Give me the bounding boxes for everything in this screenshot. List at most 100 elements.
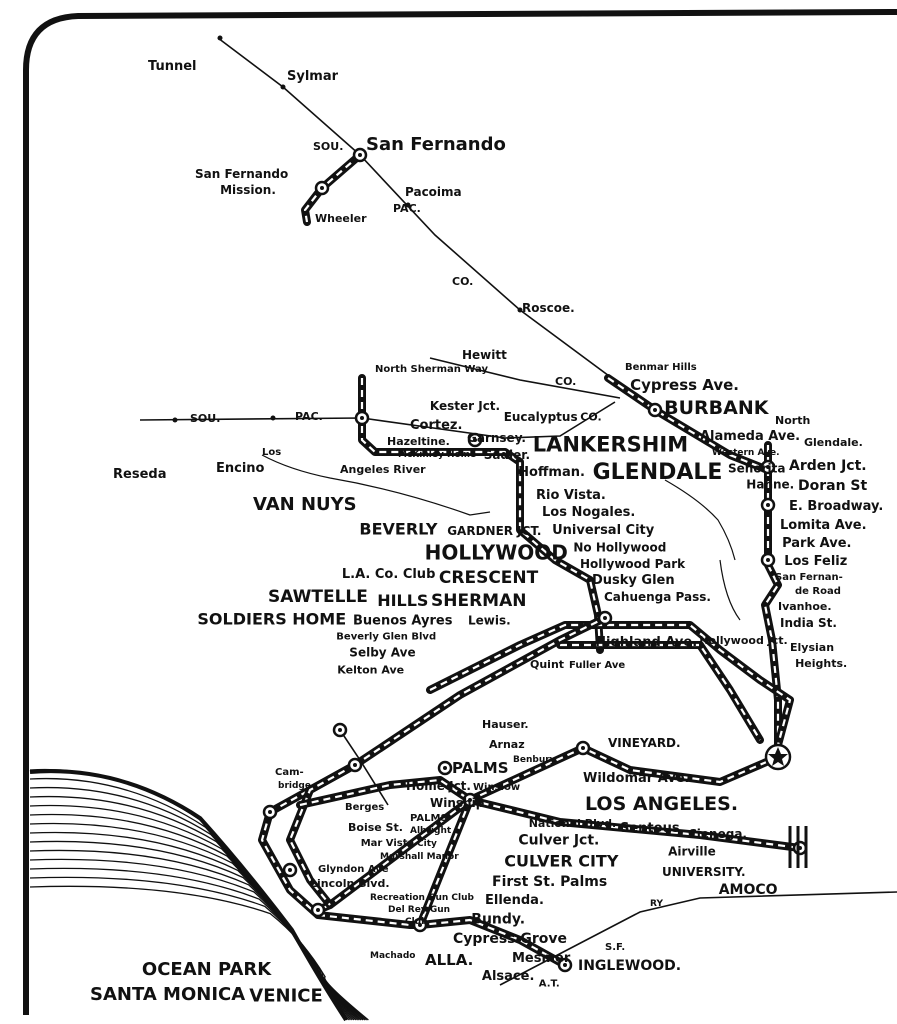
place-label: A.T. (539, 979, 560, 990)
shoreline (29, 769, 348, 1022)
station-marker-dot (268, 810, 272, 814)
inglewood-line-double-track (418, 799, 566, 966)
place-label: PAC. (393, 202, 421, 215)
station-marker-dot (468, 798, 472, 802)
place-label: CO. (580, 410, 601, 423)
place-label: bridge (278, 781, 311, 791)
palms-loop-double-track (288, 764, 356, 906)
place-label: PAC. (295, 410, 323, 423)
place-label: INGLEWOOD. (578, 958, 681, 974)
san-fernando-branch-double-track (303, 154, 361, 223)
place-label: RY (650, 899, 663, 909)
place-label: Encino (216, 461, 265, 476)
stop-marker (172, 417, 178, 423)
place-label: Rio Vista. (536, 488, 606, 503)
place-label: Eucalyptus (504, 410, 578, 424)
place-label: Glendale. (804, 436, 863, 449)
map-border (23, 9, 897, 1015)
stop-marker (517, 307, 523, 313)
place-label: BEVERLY (359, 519, 437, 538)
place-label: SHERMAN (431, 591, 526, 611)
station-marker-dot (418, 923, 422, 927)
place-label: Mar Vista (361, 838, 415, 849)
place-label: Cienega. (688, 827, 747, 841)
place-label: Wildomar Ave. (583, 771, 690, 786)
place-label: Club (405, 917, 428, 927)
place-label: Alsace. (482, 969, 535, 984)
los-angeles-river (261, 454, 491, 516)
station-marker-dot (338, 728, 342, 732)
place-label: Ivanhoe. (778, 600, 832, 613)
coastline (29, 768, 369, 1022)
place-label: Recreation Gun Club (370, 893, 475, 903)
amoco-terminal-icon (788, 826, 808, 868)
place-label: Cam- (275, 767, 304, 778)
place-label: GLENDALE (593, 460, 723, 485)
place-label: Buenos Ayres (353, 613, 453, 628)
place-label: Marshall Manor (380, 852, 459, 862)
place-label: Reseda (113, 467, 166, 482)
station-marker-dot (288, 868, 292, 872)
station-marker-dot (360, 416, 364, 420)
place-label: Highland Ave. (595, 635, 697, 650)
place-label: ALLA. (425, 951, 473, 969)
place-label: McKinley Home (398, 450, 476, 460)
place-label: Albright (410, 826, 452, 836)
place-label: E. Broadway. (789, 499, 883, 514)
place-label: Airville (668, 845, 716, 859)
place-label: Garnsey. (467, 431, 526, 445)
place-label: GARDNER JCT. (447, 524, 541, 538)
place-label: Western Ave. (712, 448, 780, 458)
place-label: Park Ave. (782, 536, 851, 551)
place-label: Cortez. (410, 418, 462, 433)
place-label: SOU. (190, 412, 220, 425)
stop-marker (280, 84, 286, 90)
place-label: San Fernando (195, 167, 288, 181)
station-marker-dot (443, 766, 447, 770)
place-label: de Road (795, 586, 841, 597)
place-label: North Sherman Way (375, 364, 488, 375)
place-label: Tunnel (148, 59, 196, 74)
place-label: Culver Jct. (518, 832, 599, 848)
place-label: PALMS (452, 759, 509, 777)
hollywood-line-double-track (429, 623, 792, 746)
burbank-line-double-track (607, 377, 769, 472)
place-label: Wheeler (315, 212, 367, 225)
place-label: Lincoln Blvd. (310, 877, 390, 890)
place-label: VAN NUYS (253, 494, 357, 515)
place-label: North (775, 414, 810, 427)
station-marker-dot (563, 963, 567, 967)
place-label: Beverly Glen Blvd (336, 632, 436, 643)
place-label: Winship (430, 796, 485, 810)
place-label: Hollywood Jct. (699, 634, 788, 647)
santa-fe-line (499, 891, 897, 986)
place-label: Winslow (473, 782, 520, 793)
place-label: Glyndon Ave (318, 864, 389, 875)
place-label: Hazeltine. (387, 435, 450, 448)
place-label: Sadler. (484, 448, 530, 462)
place-label: LOS ANGELES. (585, 793, 738, 815)
place-label: BURBANK (664, 397, 770, 419)
coast-contour (29, 885, 369, 1021)
place-label: Hauser. (482, 718, 529, 731)
place-label: Benmar Hills (625, 362, 697, 373)
place-label: CO. (452, 275, 473, 288)
place-label: S.F. (605, 942, 625, 953)
place-label: SOLDIERS HOME (197, 609, 346, 628)
place-label: Doran St (798, 478, 868, 494)
stop-marker (405, 202, 411, 208)
place-label: Selby Ave (349, 646, 415, 660)
place-label: Fuller Ave (569, 660, 625, 671)
place-label: OCEAN PARK (142, 959, 272, 980)
place-label: Hoffman. (518, 465, 585, 480)
reseda-line (139, 401, 616, 439)
place-label: City (417, 839, 437, 849)
place-label: Angeles River (340, 463, 426, 476)
place-label: Hewitt (462, 348, 507, 362)
place-label: CRESCENT (439, 568, 539, 588)
place-label: Sentous (620, 821, 680, 836)
place-label: Los Nogales. (542, 505, 635, 520)
place-label: San Fernando (366, 134, 506, 155)
place-label: CO. (555, 375, 576, 388)
